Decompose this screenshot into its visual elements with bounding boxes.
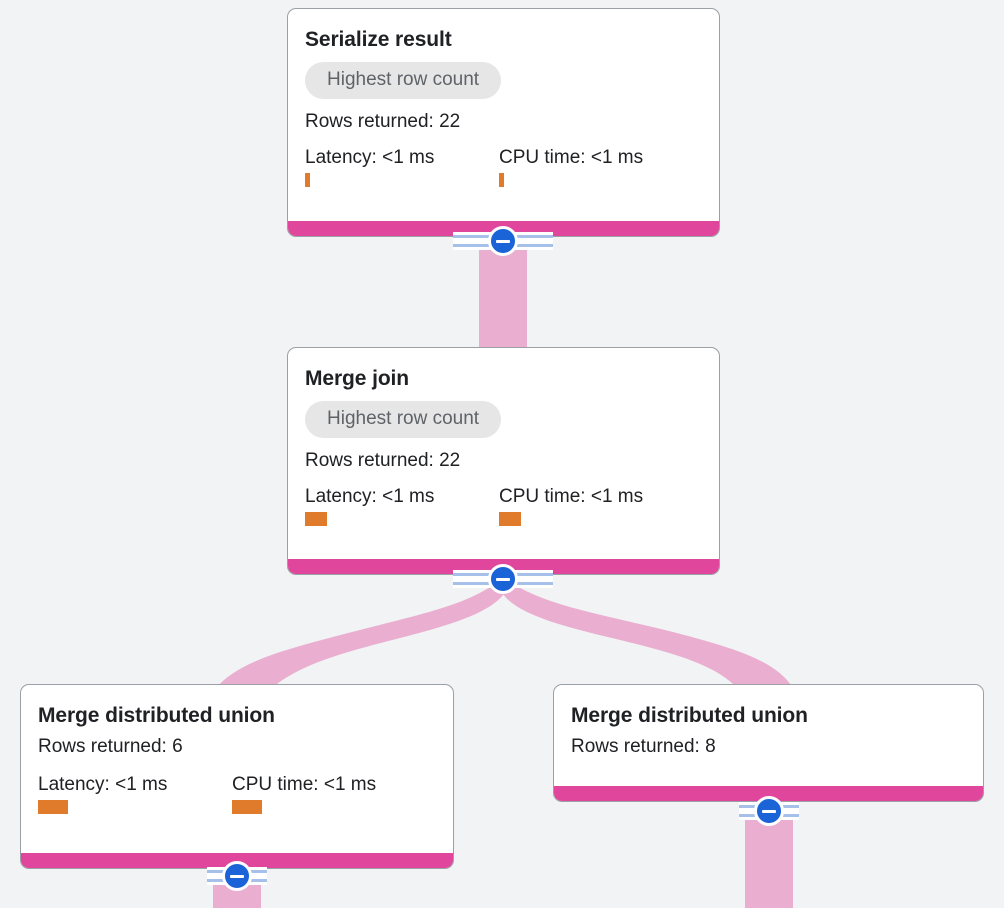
metrics-row: Latency: <1 ms CPU time: <1 ms <box>305 147 702 191</box>
cpu-time-bar <box>499 173 504 187</box>
node-status-bar <box>21 853 453 868</box>
cpu-time-bar <box>499 512 521 526</box>
node-title: Merge distributed union <box>38 704 275 727</box>
cpu-time-bar <box>232 800 262 814</box>
collapse-toggle-serialize-result[interactable] <box>488 226 518 256</box>
latency-bar <box>305 173 310 187</box>
minus-glyph <box>762 810 776 813</box>
minus-glyph <box>496 578 510 581</box>
node-content: Merge distributed union Rows returned: 8 <box>554 685 983 764</box>
latency-label: Latency: <1 ms <box>305 486 435 507</box>
plan-node-merge-distributed-union-left[interactable]: Merge distributed union Rows returned: 6… <box>20 684 454 869</box>
badge-row: Highest row count <box>305 62 702 99</box>
latency-label: Latency: <1 ms <box>305 147 435 168</box>
node-title: Merge distributed union <box>571 704 808 727</box>
node-content: Merge join Highest row count Rows return… <box>288 348 719 536</box>
rows-returned-label: Rows returned: 8 <box>571 736 716 757</box>
highest-row-count-badge: Highest row count <box>305 401 502 438</box>
latency-bar <box>305 512 327 526</box>
rows-returned-label: Rows returned: 22 <box>305 111 461 132</box>
cpu-time-label: CPU time: <1 ms <box>499 147 644 168</box>
cpu-time-label: CPU time: <1 ms <box>232 774 377 795</box>
rows-returned-label: Rows returned: 6 <box>38 736 183 757</box>
latency-bar <box>38 800 68 814</box>
minus-glyph <box>496 240 510 243</box>
cpu-time-metric: CPU time: <1 ms <box>499 147 643 187</box>
node-title: Merge join <box>305 367 410 390</box>
plan-node-merge-join[interactable]: Merge join Highest row count Rows return… <box>287 347 720 575</box>
latency-metric: Latency: <1 ms <box>38 774 167 814</box>
rows-returned-label: Rows returned: 22 <box>305 450 461 471</box>
metrics-row: Latency: <1 ms CPU time: <1 ms <box>305 486 702 530</box>
cpu-time-metric: CPU time: <1 ms <box>232 774 376 814</box>
node-title: Serialize result <box>305 28 452 51</box>
edge-merge-join-to-union-left <box>216 578 504 688</box>
badge-row: Highest row count <box>305 401 702 438</box>
latency-metric: Latency: <1 ms <box>305 147 434 187</box>
latency-label: Latency: <1 ms <box>38 774 168 795</box>
edge-merge-join-to-union-right <box>503 578 793 688</box>
node-content: Merge distributed union Rows returned: 6… <box>21 685 453 824</box>
plan-node-merge-distributed-union-right[interactable]: Merge distributed union Rows returned: 8 <box>553 684 984 802</box>
plan-node-serialize-result[interactable]: Serialize result Highest row count Rows … <box>287 8 720 237</box>
metrics-row: Latency: <1 ms CPU time: <1 ms <box>38 774 436 818</box>
cpu-time-label: CPU time: <1 ms <box>499 486 644 507</box>
collapse-toggle-merge-join[interactable] <box>488 564 518 594</box>
collapse-toggle-union-right[interactable] <box>754 796 784 826</box>
minus-glyph <box>230 875 244 878</box>
node-status-bar <box>554 786 983 801</box>
node-content: Serialize result Highest row count Rows … <box>288 9 719 197</box>
latency-metric: Latency: <1 ms <box>305 486 434 526</box>
collapse-toggle-union-left[interactable] <box>222 861 252 891</box>
highest-row-count-badge: Highest row count <box>305 62 502 99</box>
cpu-time-metric: CPU time: <1 ms <box>499 486 643 526</box>
